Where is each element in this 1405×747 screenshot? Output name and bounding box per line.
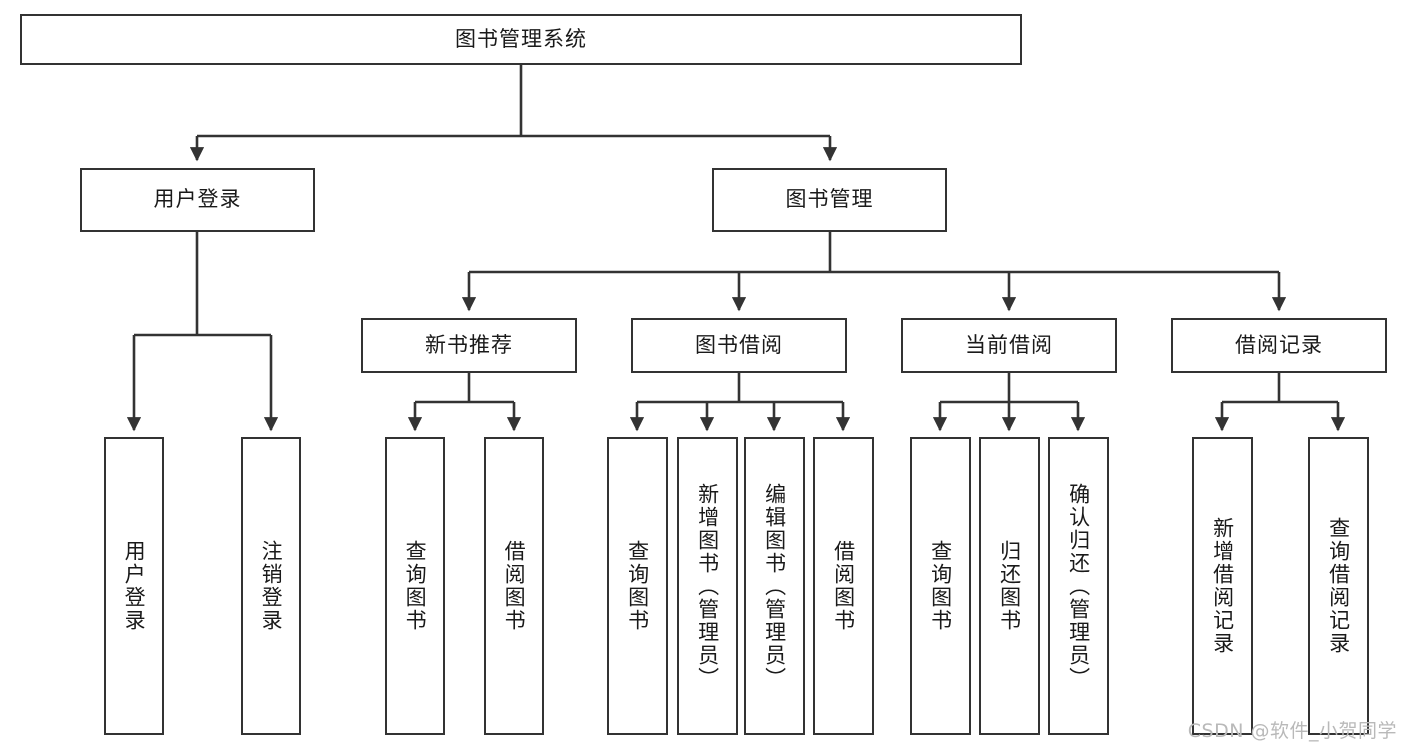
leaf-borrow-book-1-label: 借阅图书 [502,540,527,632]
leaf-return-book-label: 归还图书 [997,540,1022,632]
leaf-logout-login[interactable]: 注销登录 [241,437,301,735]
leaf-query-book-3[interactable]: 查询图书 [910,437,971,735]
leaf-query-book-1[interactable]: 查询图书 [385,437,445,735]
leaf-add-book[interactable]: 新增图书（管理员） [677,437,738,735]
leaf-borrow-book-2[interactable]: 借阅图书 [813,437,874,735]
node-root-label: 图书管理系统 [455,26,587,51]
leaf-confirm-return[interactable]: 确认归还（管理员） [1048,437,1109,735]
leaf-query-book-3-label: 查询图书 [928,540,953,632]
node-book-manage[interactable]: 图书管理 [712,168,947,232]
leaf-add-record-label: 新增借阅记录 [1210,517,1235,655]
watermark: CSDN @软件_小贺同学 [1187,720,1397,742]
node-new-book-recommend-label: 新书推荐 [425,332,513,357]
leaf-logout-login-label: 注销登录 [259,540,284,632]
leaf-query-book-2[interactable]: 查询图书 [607,437,668,735]
leaf-query-book-1-label: 查询图书 [403,540,428,632]
node-borrow-record[interactable]: 借阅记录 [1171,318,1387,373]
node-book-borrow-label: 图书借阅 [695,332,783,357]
node-current-borrow-label: 当前借阅 [965,332,1053,357]
node-book-manage-label: 图书管理 [785,187,874,212]
node-root[interactable]: 图书管理系统 [20,14,1022,65]
leaf-add-record[interactable]: 新增借阅记录 [1192,437,1253,735]
leaf-query-record-label: 查询借阅记录 [1326,517,1351,655]
node-book-borrow[interactable]: 图书借阅 [631,318,847,373]
node-borrow-record-label: 借阅记录 [1235,332,1323,357]
leaf-edit-book[interactable]: 编辑图书（管理员） [744,437,805,735]
node-new-book-recommend[interactable]: 新书推荐 [361,318,577,373]
leaf-borrow-book-1[interactable]: 借阅图书 [484,437,544,735]
leaf-user-login[interactable]: 用户登录 [104,437,164,735]
node-user-login[interactable]: 用户登录 [80,168,315,232]
leaf-edit-book-label: 编辑图书（管理员） [762,482,787,690]
leaf-return-book[interactable]: 归还图书 [979,437,1040,735]
leaf-query-book-2-label: 查询图书 [625,540,650,632]
node-user-login-label: 用户登录 [153,187,242,212]
leaf-query-record[interactable]: 查询借阅记录 [1308,437,1369,735]
leaf-borrow-book-2-label: 借阅图书 [831,540,856,632]
node-current-borrow[interactable]: 当前借阅 [901,318,1117,373]
leaf-confirm-return-label: 确认归还（管理员） [1066,482,1091,690]
leaf-user-login-label: 用户登录 [122,540,147,632]
leaf-add-book-label: 新增图书（管理员） [695,482,720,690]
